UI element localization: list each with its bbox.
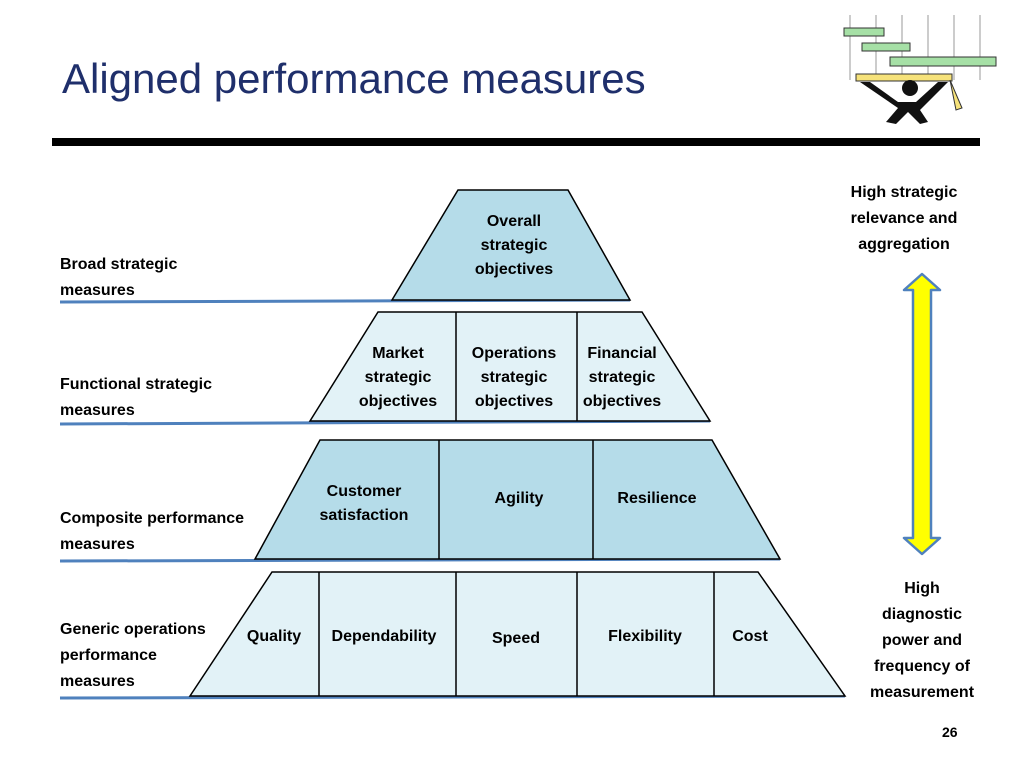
arrow-bottom-label: High diagnostic power and frequency of m… xyxy=(869,580,975,701)
level-label-functional: Functional strategic measures xyxy=(60,376,213,419)
cell-dependability: Dependability xyxy=(331,628,437,645)
cell-speed: Speed xyxy=(491,630,540,647)
cell-customer-satisfaction: Customer satisfaction xyxy=(319,483,409,524)
cell-agility: Agility xyxy=(494,490,544,507)
arrow-top-label: High strategic relevance and aggregation xyxy=(850,184,958,253)
cell-quality: Quality xyxy=(246,628,302,645)
level-label-composite: Composite performance measures xyxy=(60,510,245,553)
cell-flexibility: Flexibility xyxy=(608,628,682,645)
cell-financial-objectives: Financial strategic objectives xyxy=(582,345,662,410)
title-underline xyxy=(52,138,980,146)
pyramid-tier-composite xyxy=(253,439,782,560)
pyramid-tier-functional xyxy=(308,311,712,422)
level-label-generic: Generic operations performance measures xyxy=(60,621,206,690)
cell-resilience: Resilience xyxy=(617,490,697,507)
pyramid-tier-generic xyxy=(188,571,847,697)
cell-market-objectives: Market strategic objectives xyxy=(358,345,438,410)
cell-cost: Cost xyxy=(732,628,768,645)
cell-operations-objectives: Operations strategic objectives xyxy=(471,345,557,410)
pyramid-tier-broad xyxy=(390,189,632,301)
double-arrow-icon xyxy=(902,272,942,556)
page-number: 26 xyxy=(942,724,958,740)
person-lifting-gantt-bars-icon xyxy=(843,15,997,124)
level-label-broad: Broad strategic measures xyxy=(60,256,178,299)
cell-overall-objectives: Overall strategic objectives xyxy=(474,213,554,278)
page-title: Aligned performance measures xyxy=(62,55,646,102)
